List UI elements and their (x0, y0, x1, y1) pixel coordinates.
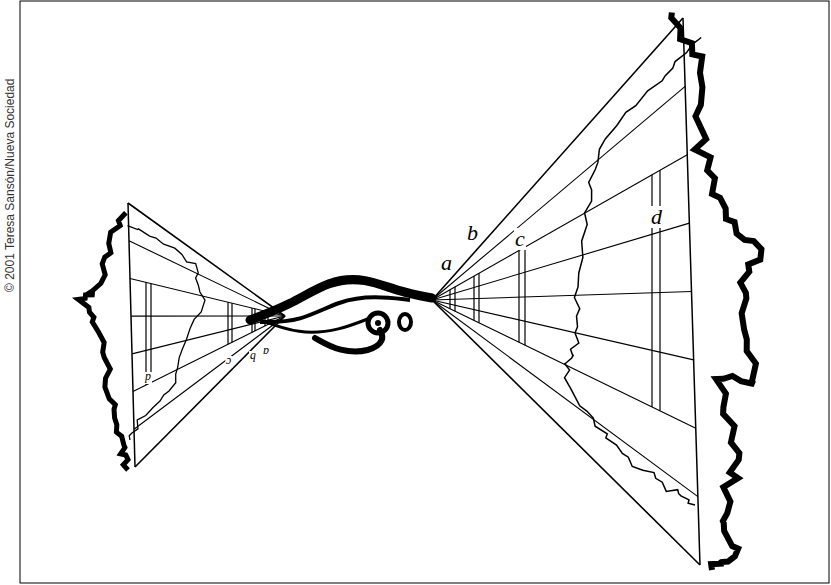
section-line (227, 302, 228, 344)
section-line (231, 303, 232, 342)
eye (250, 280, 432, 352)
map-coast (78, 213, 128, 470)
section-letter: d (144, 372, 152, 384)
sight-ray (432, 18, 683, 300)
map-outline (565, 38, 702, 505)
sight-ray (432, 300, 696, 428)
copyright-watermark: © 2001 Teresa Sansón/Nueva Sociedad (4, 79, 16, 292)
section-line (518, 250, 519, 342)
section-letter: d (650, 206, 663, 228)
sight-ray (130, 278, 285, 316)
section-letter: c (225, 356, 232, 368)
section-line (473, 276, 474, 320)
section-line (478, 273, 479, 323)
section-letter: a (262, 346, 270, 358)
section-letter: a (440, 252, 453, 274)
sight-ray (135, 316, 285, 467)
sight-ray (432, 86, 685, 300)
sight-ray (133, 316, 285, 392)
section-line (145, 282, 146, 385)
left-projection (78, 203, 285, 470)
sight-ray (129, 241, 285, 316)
section-line (449, 290, 450, 309)
sight-ray (432, 300, 698, 497)
section-line (524, 247, 525, 345)
section-line (150, 284, 151, 383)
frame (20, 1, 829, 583)
sight-ray (432, 300, 694, 360)
right-projection (432, 13, 761, 570)
section-letter: b (466, 222, 479, 244)
section-letter: c (514, 228, 526, 250)
section-line (454, 287, 455, 311)
sight-ray (134, 316, 285, 429)
sight-ray (432, 155, 687, 300)
section-letter: b (249, 351, 257, 363)
